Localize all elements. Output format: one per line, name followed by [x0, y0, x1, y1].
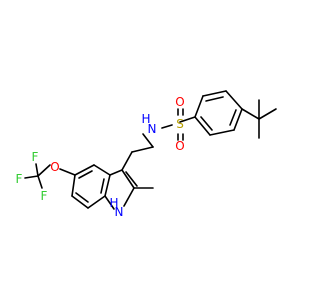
bond-c3-c2-inner [125, 171, 138, 187]
bond-n1-c7a [104, 195, 115, 210]
bond-c6-c7-inner [75, 192, 89, 203]
atom-o-upper: O [175, 95, 184, 109]
bond-c7a-c3a [104, 174, 111, 197]
molecule-svg: N H S O O O F F F H N [16, 90, 277, 219]
bond-c3-c2 [121, 169, 135, 189]
atom-labels: N H S O O O F F F H N [16, 95, 185, 219]
bond-ring-to-tbu [241, 108, 260, 120]
atom-n-sulfonamide: N [148, 122, 157, 136]
trifluoromethoxy-bonds [24, 163, 76, 189]
bond-c-f-top [35, 163, 39, 177]
bond-benz-2 [202, 90, 227, 97]
bond-c6-c7 [71, 195, 89, 209]
bond-c-f-left [24, 175, 39, 179]
bond-ring-to-s [179, 116, 196, 123]
ethyl-linker-bonds [121, 133, 154, 171]
bond-benz-1 [225, 90, 243, 110]
bond-tbu-methyl-right [258, 108, 277, 120]
atom-f-left: F [16, 172, 23, 186]
bond-c5-c6 [71, 174, 76, 197]
atom-h-sulfonamide: H [141, 112, 150, 126]
bond-benz-inner-c [229, 109, 237, 126]
bond-benz-5 [209, 129, 235, 136]
bond-ch2-to-indole [121, 151, 133, 171]
bond-benz-4 [194, 116, 211, 136]
bond-c4-c5 [74, 164, 95, 176]
bond-c7-c7a [87, 195, 106, 209]
bond-n-to-ch2 [142, 133, 154, 148]
atom-n-indole: N [115, 205, 124, 219]
bond-c4-c5-inner [78, 170, 93, 179]
bond-c3a-c3 [109, 169, 123, 176]
tert-butyl-bonds [241, 99, 277, 139]
bond-benz-inner-a [205, 96, 224, 102]
atom-s: S [176, 117, 184, 131]
bond-benz-6 [233, 108, 243, 131]
indole-bonds [71, 164, 154, 210]
molecule-structure-diagram: N H S O O O F F F H N [15, 90, 277, 219]
bond-c3a-c7a-inner [100, 178, 105, 194]
bond-s-to-n [161, 124, 173, 129]
bond-ch2-ch2 [131, 146, 154, 153]
atom-f-bottom: F [41, 189, 48, 203]
atom-o-ether: O [50, 160, 59, 174]
bond-c5-o [59, 168, 76, 176]
benzene-ring-bonds [194, 90, 243, 136]
bond-benz-3 [194, 95, 204, 118]
sulfonyl-bonds [161, 108, 196, 141]
atom-f-top: F [32, 150, 39, 164]
bond-c2-n1 [123, 187, 135, 207]
bond-c-f-bottom [37, 175, 43, 189]
atom-o-lower: O [175, 139, 184, 153]
bond-c3a-c4 [93, 164, 111, 176]
bond-o-cf3 [37, 164, 51, 177]
bond-benz-inner-b [200, 116, 213, 131]
atom-h-indole: H [109, 196, 118, 210]
